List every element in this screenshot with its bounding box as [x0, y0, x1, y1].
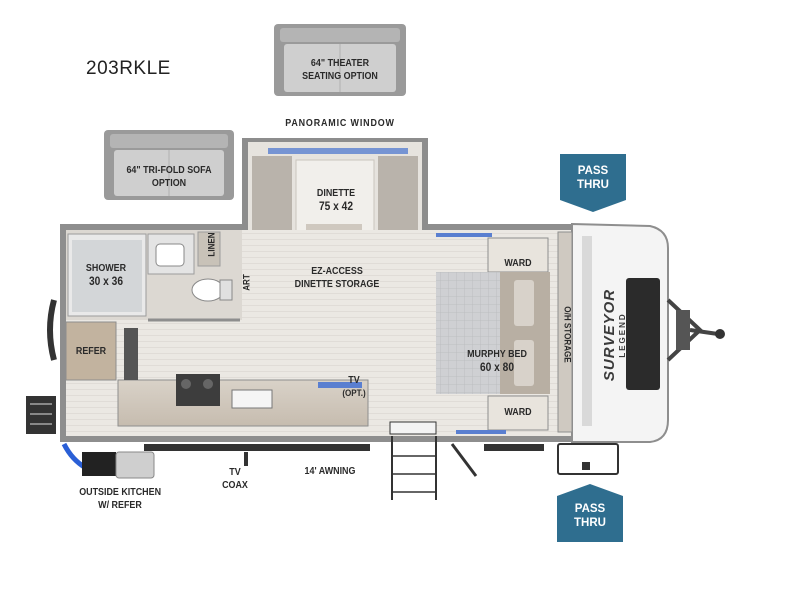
oh-storage-label: O/H STORAGE — [561, 306, 573, 363]
refrigerator — [65, 321, 117, 381]
pass-thru-bottom-line2: THRU — [574, 517, 606, 529]
pass-thru-bottom-line1: PASS — [574, 503, 606, 515]
tv-coax-label: TV COAX — [221, 466, 250, 492]
dinette-label: DINETTE 75 x 42 — [302, 187, 370, 213]
shower-label-line1: SHOWER — [85, 262, 127, 274]
murphy-bed-label-line2: 60 x 80 — [479, 360, 515, 374]
wardrobe-bottom — [487, 395, 549, 431]
sofa-label: 64" TRI-FOLD SOFA OPTION — [121, 164, 218, 190]
theater-seating-option — [274, 24, 406, 96]
ez-access-label: EZ-ACCESS DINETTE STORAGE — [282, 265, 393, 291]
front-jack — [557, 443, 619, 475]
pass-thru-bottom-badge — [557, 484, 623, 542]
theater-label-line2: SEATING OPTION — [302, 70, 378, 82]
murphy-bed-label: MURPHY BED 60 x 80 — [459, 348, 536, 374]
pass-thru-top-line1: PASS — [577, 165, 609, 177]
kitchen-counter — [117, 328, 369, 427]
refer-label: REFER — [75, 345, 107, 357]
brand-logo: SURVEYOR LEGEND — [601, 275, 629, 395]
linen-label: LINEN — [206, 232, 218, 257]
pass-thru-bottom: PASS THRU — [556, 502, 624, 546]
awning-bar — [144, 444, 370, 451]
model-name: 203RKLE — [86, 58, 171, 79]
tri-fold-sofa-option — [104, 130, 234, 200]
tv-coax-post — [244, 452, 248, 466]
theater-label: 64" THEATER SEATING OPTION — [298, 57, 383, 83]
awning-label: 14' AWNING — [304, 465, 356, 477]
rear-ladder — [26, 299, 57, 434]
wardrobe-top — [487, 237, 549, 273]
ez-access-label-line2: DINETTE STORAGE — [294, 278, 380, 290]
art-label: ART — [241, 274, 253, 291]
tv-coax-label-line2: COAX — [222, 479, 248, 491]
outside-kitchen-label-line2: W/ REFER — [98, 499, 142, 511]
outside-kitchen-label: OUTSIDE KITCHEN W/ REFER — [79, 486, 161, 512]
window-bottom-front — [456, 430, 506, 434]
tv-label: TV (OPT.) — [339, 374, 370, 400]
outside-kitchen-label-line1: OUTSIDE KITCHEN — [79, 486, 162, 498]
tv-label-line2: (OPT.) — [342, 388, 366, 399]
ward-bottom-label: WARD — [504, 406, 532, 418]
window-top-front — [436, 233, 492, 237]
ez-access-label-line1: EZ-ACCESS — [311, 265, 363, 277]
murphy-bed-label-line1: MURPHY BED — [467, 348, 527, 360]
bathroom — [66, 230, 242, 322]
panoramic-window-label: PANORAMIC WINDOW — [285, 117, 395, 129]
theater-label-line1: 64" THEATER — [310, 57, 370, 69]
pass-thru-top-line2: THRU — [577, 179, 609, 191]
shower-label: SHOWER 30 x 36 — [79, 262, 133, 288]
entry-steps — [389, 421, 478, 500]
shower-label-line2: 30 x 36 — [88, 274, 124, 288]
dinette-label-line2: 75 x 42 — [318, 199, 354, 213]
hitch — [666, 298, 725, 362]
sofa-label-line2: OPTION — [151, 177, 187, 189]
front-cap — [571, 222, 669, 443]
dinette-label-line1: DINETTE — [316, 187, 356, 199]
awning-bar-front — [484, 444, 544, 451]
tv-label-line1: TV — [348, 374, 360, 386]
sofa-label-line1: 64" TRI-FOLD SOFA — [126, 164, 212, 176]
oh-storage — [557, 231, 573, 433]
ward-top-label: WARD — [504, 257, 532, 269]
tv-coax-label-line1: TV — [229, 466, 241, 478]
pass-thru-top-badge — [560, 154, 626, 212]
murphy-bed — [436, 272, 550, 394]
outside-kitchen — [61, 442, 155, 479]
pass-thru-top: PASS THRU — [559, 164, 627, 208]
brand-logo-line1: SURVEYOR — [601, 288, 618, 382]
